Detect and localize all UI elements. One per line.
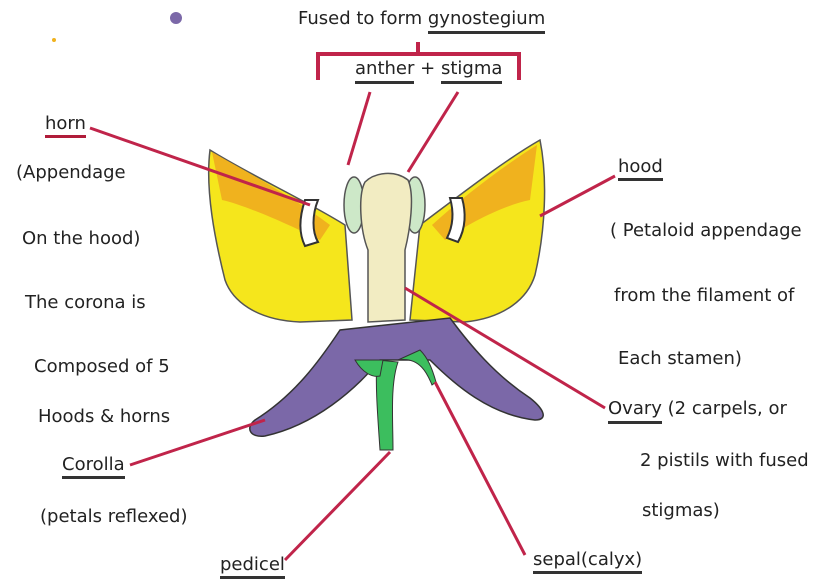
top-caption-prefix: Fused to form [298, 8, 428, 29]
corona-line-2: Composed of 5 [34, 358, 170, 376]
horn-label: horn [45, 115, 86, 138]
gynostegium-column [361, 173, 412, 322]
corona-line-3: Hoods & horns [38, 408, 170, 426]
purple-dot [170, 12, 182, 24]
hood-desc-3: Each stamen) [618, 350, 742, 368]
stigma-label: stigma [441, 58, 502, 84]
hood-desc-2: from the filament of [614, 287, 794, 305]
hood-label: hood [618, 158, 663, 181]
plus-sign: + [420, 58, 435, 79]
anther-stigma-label: anther + stigma [355, 60, 502, 78]
ovary-label: Ovary [608, 398, 662, 424]
hood-desc-1: ( Petaloid appendage [610, 222, 802, 240]
horn-desc-1: (Appendage [16, 164, 126, 182]
ovary-desc-3: stigmas) [642, 502, 720, 520]
anther-label: anther [355, 58, 414, 84]
corolla-petals [250, 318, 543, 436]
horn-desc-2: On the hood) [22, 230, 140, 248]
corona-line-1: The corona is [25, 294, 146, 312]
ovary-desc-2: 2 pistils with fused [640, 452, 809, 470]
top-caption: Fused to form gynostegium [298, 10, 545, 28]
sepal-label: sepal(calyx) [533, 551, 642, 574]
ovary-line: Ovary (2 carpels, or [608, 400, 787, 418]
pedicel-label: pedicel [220, 556, 285, 579]
ovary-desc-1: (2 carpels, or [662, 398, 787, 419]
gynostegium-label: gynostegium [428, 8, 545, 34]
corolla-desc: (petals reflexed) [40, 508, 188, 526]
orange-dot [52, 38, 56, 42]
corolla-label: Corolla [62, 456, 125, 479]
